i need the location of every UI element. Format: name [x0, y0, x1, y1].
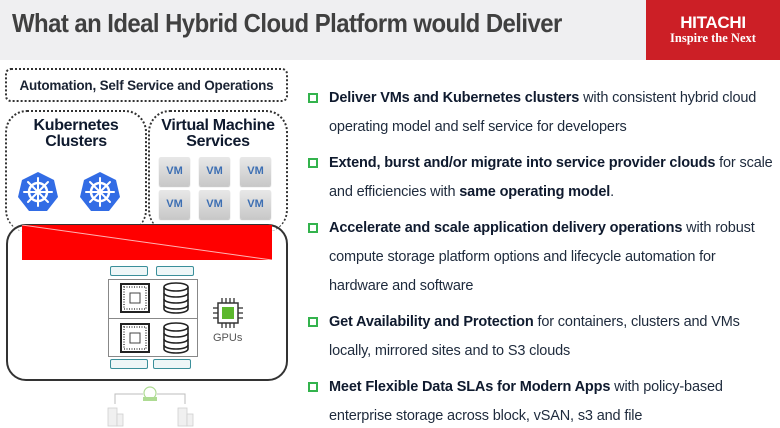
slide-header: What an Ideal Hybrid Cloud Platform woul… — [0, 0, 780, 60]
virtual-machine-services-box: Virtual Machine Services — [148, 110, 288, 232]
benefit-item: Meet Flexible Data SLAs for Modern Apps … — [305, 373, 775, 428]
vm-tile: VM — [240, 157, 271, 186]
checkbox-bullet-icon — [308, 382, 318, 392]
benefit-tail: . — [610, 184, 615, 200]
checkbox-bullet-icon — [308, 158, 318, 168]
cpu-icon — [120, 323, 150, 353]
benefit-text: with policy-based enterprise storage acr… — [329, 379, 723, 424]
benefit-item: Get Availability and Protection for cont… — [305, 308, 775, 366]
site-replication-icon — [107, 386, 194, 427]
disk-storage-icon — [163, 282, 189, 314]
kubernetes-icon — [18, 172, 58, 211]
brand-name: HITACHI — [680, 13, 746, 32]
benefit-text: with consistent hybrid cloud operating m… — [329, 90, 757, 135]
benefit-headline: Meet Flexible Data SLAs for Modern Apps — [329, 379, 611, 395]
kubernetes-clusters-box: Kubernetes Clusters — [5, 110, 147, 232]
band-diagonal-line — [22, 225, 272, 260]
benefit-item: Deliver VMs and Kubernetes clusters with… — [305, 84, 775, 142]
checkbox-bullet-icon — [308, 93, 318, 103]
vm-tile: VM — [159, 157, 190, 186]
kubernetes-clusters-title: Kubernetes Clusters — [7, 118, 145, 150]
benefits-list: Deliver VMs and Kubernetes clusters with… — [305, 84, 775, 428]
checkbox-bullet-icon — [308, 223, 318, 233]
server-divider — [108, 318, 198, 319]
automation-layer: Automation, Self Service and Operations — [5, 68, 288, 102]
red-platform-band — [22, 225, 272, 260]
benefit-text: with robust compute storage platform opt… — [329, 220, 755, 294]
vm-tile: VM — [199, 157, 230, 186]
kubernetes-icon — [80, 172, 120, 211]
benefit-headline: Get Availability and Protection — [329, 314, 534, 330]
cpu-icon — [120, 283, 150, 313]
vm-title-line2: Services — [186, 133, 250, 150]
network-card-icon — [156, 266, 194, 276]
vm-tile: VM — [159, 190, 190, 219]
disk-storage-icon — [163, 322, 189, 354]
automation-label: Automation, Self Service and Operations — [19, 78, 274, 93]
vm-tile: VM — [199, 190, 230, 219]
benefit-headline: Extend, burst and/or migrate into servic… — [329, 155, 716, 171]
kubernetes-title-line1: Kubernetes — [33, 117, 119, 134]
gpu-label: GPUs — [213, 332, 243, 344]
vm-title-line1: Virtual Machine — [161, 117, 275, 134]
benefit-emphasis: same operating model — [459, 184, 611, 200]
benefit-headline: Accelerate and scale application deliver… — [329, 220, 683, 236]
kubernetes-title-line2: Clusters — [45, 133, 107, 150]
vm-tile: VM — [240, 190, 271, 219]
network-card-icon — [153, 359, 191, 369]
vm-services-title: Virtual Machine Services — [150, 118, 286, 150]
brand-tagline: Inspire the Next — [670, 31, 756, 45]
hitachi-logo: HITACHI Inspire the Next — [646, 0, 780, 60]
slide-title: What an Ideal Hybrid Cloud Platform woul… — [12, 8, 562, 38]
gpu-chip-icon — [213, 298, 243, 328]
benefit-headline: Deliver VMs and Kubernetes clusters — [329, 90, 580, 106]
benefit-item: Accelerate and scale application deliver… — [305, 214, 775, 301]
network-card-icon — [110, 266, 148, 276]
benefit-text: for containers, clusters and VMs locally… — [329, 314, 740, 359]
network-card-icon — [110, 359, 148, 369]
benefit-item: Extend, burst and/or migrate into servic… — [305, 149, 775, 207]
benefit-text: for scale and efficiencies with — [329, 155, 773, 200]
checkbox-bullet-icon — [308, 317, 318, 327]
